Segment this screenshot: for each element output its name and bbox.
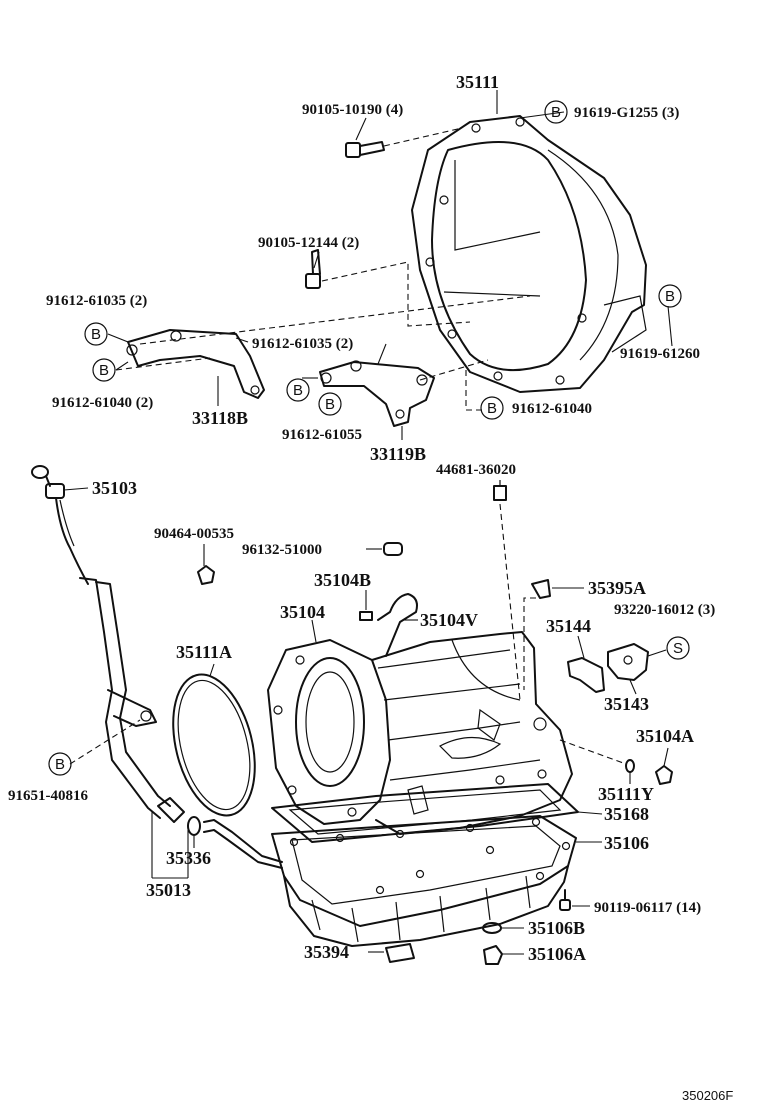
label-91619-61260: 91619-61260 bbox=[620, 346, 700, 362]
label-35106: 35106 bbox=[604, 833, 649, 853]
label-33119b: 33119B bbox=[370, 444, 426, 464]
label-90464-00535: 90464-00535 bbox=[154, 526, 234, 542]
label-35106a: 35106A bbox=[528, 944, 586, 964]
oring-35111y-drawing bbox=[559, 739, 635, 784]
svg-text:B: B bbox=[551, 104, 561, 121]
label-35168: 35168 bbox=[604, 804, 649, 824]
diagram-code: 350206F bbox=[682, 1088, 733, 1103]
label-91612-61035-b: 91612-61035 (2) bbox=[252, 336, 353, 352]
label-90105-12144: 90105-12144 (2) bbox=[258, 235, 359, 251]
svg-text:B: B bbox=[91, 326, 101, 343]
plate-35144-drawing bbox=[567, 635, 605, 693]
svg-text:B: B bbox=[487, 400, 497, 417]
marker-b-dipstick: B bbox=[48, 752, 72, 776]
label-35104: 35104 bbox=[280, 602, 325, 622]
svg-text:B: B bbox=[55, 756, 65, 773]
oil-filler-tube-35013-drawing bbox=[69, 577, 189, 879]
oil-pan-35106-drawing bbox=[271, 815, 602, 947]
dipstick-35103-drawing bbox=[31, 465, 89, 585]
label-35143: 35143 bbox=[604, 694, 649, 714]
bolt-90105-12144-drawing bbox=[305, 249, 471, 327]
label-93220-16012: 93220-16012 (3) bbox=[614, 602, 715, 618]
oil-tube-35336-drawing bbox=[187, 816, 283, 869]
marker-s: S bbox=[666, 636, 690, 660]
svg-text:B: B bbox=[325, 396, 335, 413]
label-35111a: 35111A bbox=[176, 642, 232, 662]
transmission-case-35104-drawing bbox=[267, 619, 573, 835]
label-90105-10190: 90105-10190 (4) bbox=[302, 102, 403, 118]
gasket-35168-drawing bbox=[271, 783, 603, 843]
label-35336: 35336 bbox=[166, 848, 211, 868]
converter-housing-drawing bbox=[411, 115, 647, 393]
svg-text:B: B bbox=[99, 362, 109, 379]
label-91651-40816: 91651-40816 bbox=[8, 788, 88, 804]
bolt-90119-06117-drawing bbox=[559, 889, 590, 911]
label-35111y: 35111Y bbox=[598, 784, 654, 804]
label-35394: 35394 bbox=[304, 942, 349, 962]
label-35111: 35111 bbox=[456, 72, 499, 92]
label-96132-51000: 96132-51000 bbox=[242, 542, 322, 558]
bolt-90105-10190-drawing bbox=[345, 127, 463, 158]
label-44681-36020: 44681-36020 bbox=[436, 462, 516, 478]
label-35395a: 35395A bbox=[588, 578, 646, 598]
washer-35106b-drawing bbox=[482, 922, 524, 934]
label-35013: 35013 bbox=[146, 880, 191, 900]
label-35106b: 35106B bbox=[528, 918, 585, 938]
label-91612-61035-a: 91612-61035 (2) bbox=[46, 293, 147, 309]
marker-b-right: B bbox=[658, 284, 682, 308]
svg-text:B: B bbox=[293, 382, 303, 399]
label-35144: 35144 bbox=[546, 616, 591, 636]
label-35104v: 35104V bbox=[420, 610, 478, 630]
breather-hose-35104v-drawing bbox=[377, 593, 418, 657]
clip-90464-00535-drawing bbox=[197, 544, 215, 585]
marker-b-mid-3: B bbox=[480, 396, 504, 420]
label-91612-61055: 91612-61055 bbox=[282, 427, 362, 443]
svg-text:B: B bbox=[665, 288, 675, 305]
marker-b-left-1: B bbox=[84, 322, 108, 346]
marker-b-mid-1: B bbox=[286, 378, 310, 402]
marker-b-left-2: B bbox=[92, 358, 116, 382]
drain-plug-35106a-drawing bbox=[483, 945, 524, 965]
plug-35104b-drawing bbox=[359, 590, 373, 621]
bracket-33119b-drawing bbox=[319, 360, 435, 440]
label-33118b: 33118B bbox=[192, 408, 248, 428]
label-90119-06117: 90119-06117 (14) bbox=[594, 900, 701, 916]
marker-b-top: B bbox=[544, 100, 568, 124]
label-91612-61040-b: 91612-61040 bbox=[512, 401, 592, 417]
label-91612-61040-a: 91612-61040 (2) bbox=[52, 395, 153, 411]
label-35104b: 35104B bbox=[314, 570, 371, 590]
plug-44681-36020-drawing bbox=[493, 480, 521, 701]
oring-35111a-drawing bbox=[172, 673, 256, 817]
magnet-35394-drawing bbox=[368, 943, 415, 963]
plug-35104a-drawing bbox=[655, 747, 673, 785]
bracket-35395a-drawing bbox=[523, 579, 584, 690]
marker-b-mid-2: B bbox=[318, 392, 342, 416]
label-35103: 35103 bbox=[92, 478, 137, 498]
svg-text:S: S bbox=[673, 640, 683, 657]
label-91619-g1255: 91619-G1255 (3) bbox=[574, 105, 679, 121]
plate-35143-drawing bbox=[607, 643, 667, 695]
label-35104a: 35104A bbox=[636, 726, 694, 746]
grommet-96132-drawing bbox=[366, 542, 403, 556]
